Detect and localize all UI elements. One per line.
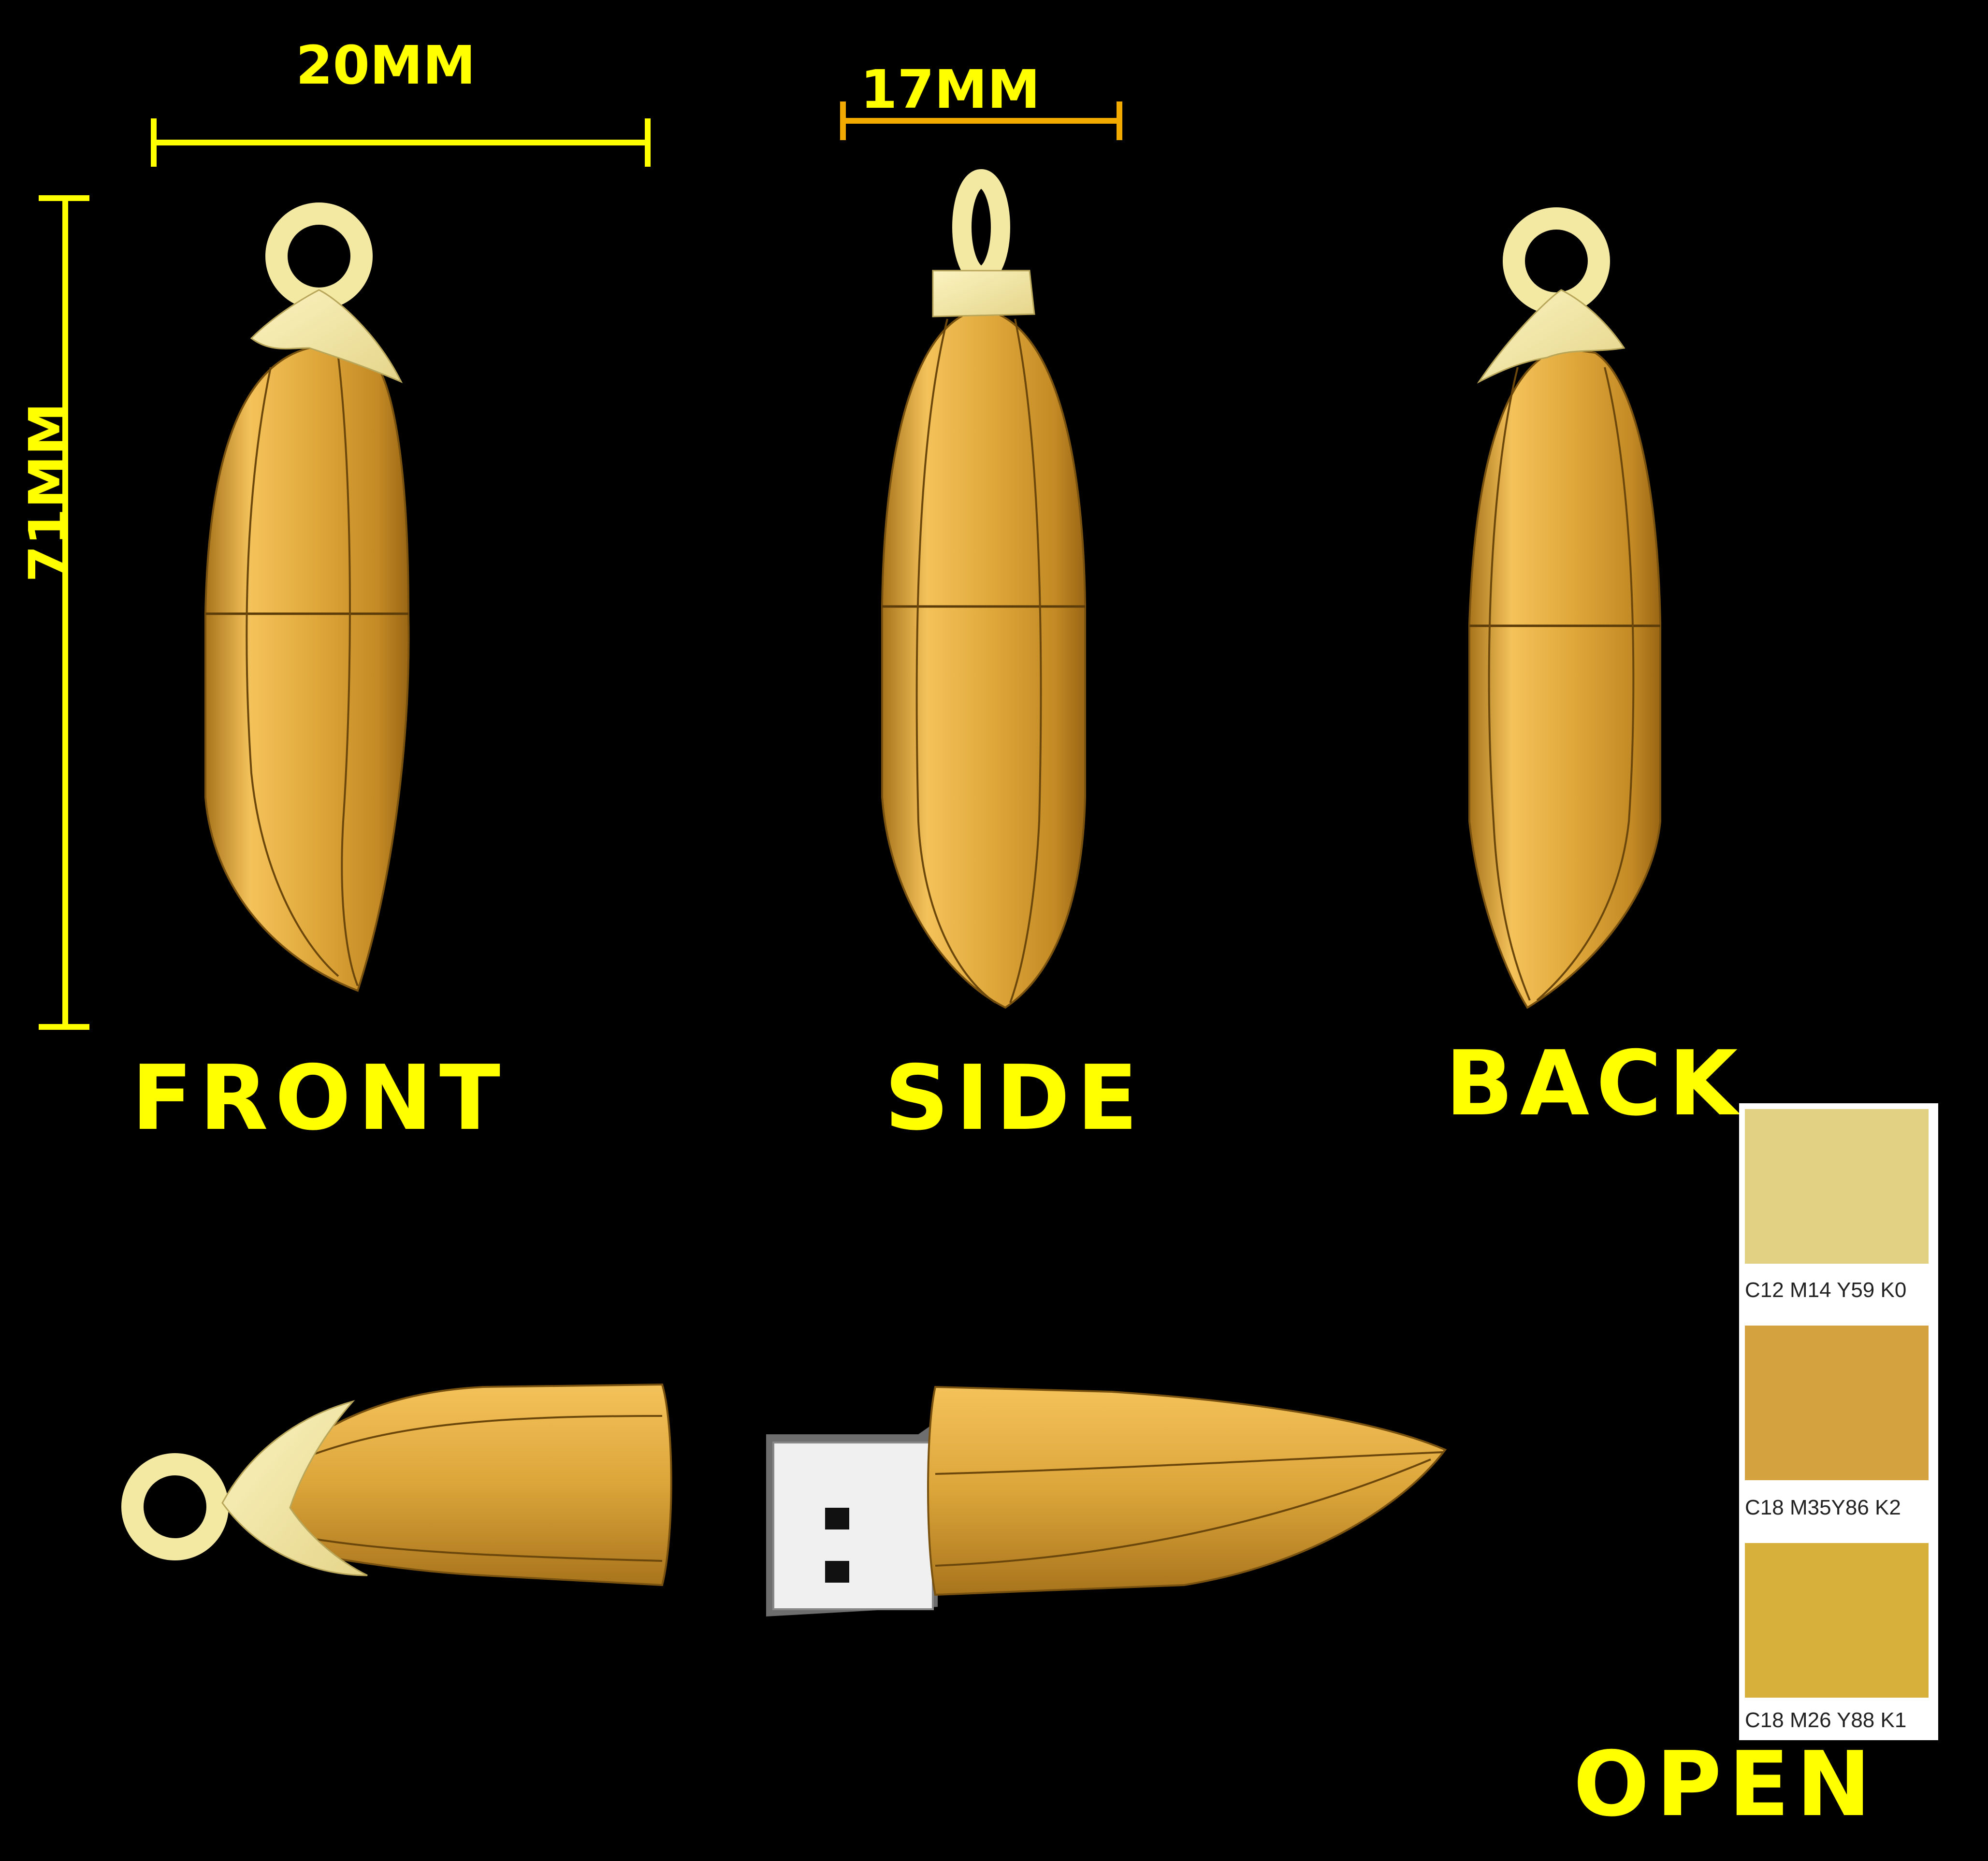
- gold-capsule-usb-front-icon: [204, 202, 410, 992]
- gold-capsule-usb-back-icon: [1468, 207, 1661, 1009]
- side-view-usb: [881, 169, 1086, 1009]
- open-usb-with-connector-icon: [121, 1383, 1447, 1616]
- front-width-label: 20MM: [296, 34, 476, 96]
- open-view-usb: [121, 1383, 1447, 1616]
- color-swatch-3: [1745, 1543, 1929, 1698]
- height-dimension-line: [39, 195, 89, 1030]
- side-width-label: 17MM: [860, 58, 1041, 120]
- color-swatch-1: [1745, 1109, 1929, 1264]
- color-swatch-1-code: C12 M14 Y59 K0: [1745, 1278, 1907, 1302]
- front-view-usb: [204, 202, 410, 992]
- height-label: 71MM: [17, 402, 79, 582]
- open-view-label: OPEN: [1573, 1732, 1878, 1836]
- color-swatch-2-code: C18 M35Y86 K2: [1745, 1496, 1901, 1519]
- front-width-dimension-line: [151, 118, 651, 167]
- color-swatch-3-code: C18 M26 Y88 K1: [1745, 1708, 1907, 1732]
- back-view-label: BACK: [1445, 1031, 1745, 1136]
- side-view-label: SIDE: [885, 1046, 1145, 1150]
- front-view-label: FRONT: [131, 1046, 508, 1150]
- back-view-usb: [1468, 207, 1661, 1009]
- color-swatch-panel: C12 M14 Y59 K0 C18 M35Y86 K2 C18 M26 Y88…: [1739, 1103, 1938, 1740]
- side-width-dimension-line: [840, 101, 1122, 140]
- gold-capsule-usb-side-icon: [881, 169, 1086, 1009]
- color-swatch-2: [1745, 1326, 1929, 1480]
